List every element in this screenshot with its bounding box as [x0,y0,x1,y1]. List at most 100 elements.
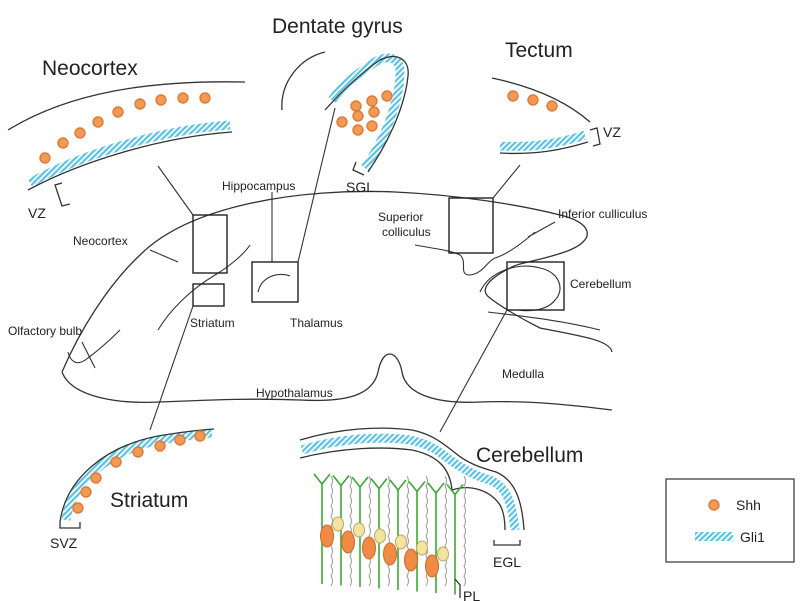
inset-title-neocortex: Neocortex [42,57,138,80]
tectum-shh-cells [508,91,557,111]
label-hippocampus: Hippocampus [222,179,295,193]
shh-cell [81,487,91,497]
label-olfactory-bulb: Olfactory bulb [8,324,82,338]
legend-gli1-label: Gli1 [740,529,765,545]
roi-box-cerebellum [507,262,564,310]
striatum-svz-label: SVZ [50,535,78,551]
roi-box-neocortex [193,215,227,273]
parallel-fiber [369,476,371,586]
tectum-gli1-band [500,135,585,146]
connector-neocortex [158,166,193,215]
shh-cell [337,117,347,127]
leader-neocortex [150,250,178,262]
inset-tectum: Tectum VZ [492,39,621,153]
purkinje-cell [426,555,439,577]
shh-cell [547,101,557,111]
brain-ventral-outline [62,354,612,410]
bergmann-glia-branch [333,476,349,486]
hippocampus-curve [258,274,290,292]
purkinje-cell [384,543,397,565]
cerebellum-outline [480,266,560,311]
striatum-svz-bracket [60,522,80,528]
label-superior: Superior [378,210,423,224]
shh-cell [73,503,83,513]
shh-cell [178,93,188,103]
dentate-sgl-bracket [353,162,364,175]
purkinje-cell [363,537,376,559]
legend-box [666,479,794,562]
bergmann-glia-branch [390,480,406,490]
purkinje-cell [342,531,355,553]
tectum-vz-label: VZ [603,124,621,140]
neocortex-vz-bracket [55,183,70,206]
inset-dentate-gyrus: Dentate gyrus SGL [272,15,408,195]
leader-inferior [528,222,555,237]
roi-box-tectum [449,198,493,253]
dentate-gli1-band [332,58,400,168]
legend: Shh Gli1 [666,479,794,562]
shh-cell [113,107,123,117]
parallel-fiber [350,476,352,586]
tectum-vz-bracket [590,128,600,146]
roi-box-hippocampus [252,262,298,302]
label-thalamus: Thalamus [290,316,343,330]
connector-striatum [150,306,193,430]
cerebellum-egl-bracket [494,540,520,545]
dentate-sgl-label: SGL [346,179,374,195]
shh-cell [200,93,210,103]
parallel-fiber [388,476,390,586]
shh-cell [58,138,68,148]
shh-cell [156,95,166,105]
shh-cell [353,125,363,135]
leader-olfactory [82,342,95,368]
connector-cerebellum [440,310,507,432]
shh-cell [155,441,165,451]
shh-cell [367,96,377,106]
label-medulla: Medulla [502,367,544,381]
label-colliculus: colliculus [382,225,431,239]
shh-cell [133,447,143,457]
dentate-outer-arc-left [282,52,325,110]
inset-title-tectum: Tectum [505,39,573,62]
bergmann-glia-branch [371,479,387,489]
cerebellum-egl-label: EGL [493,554,521,570]
shh-cell [91,473,101,483]
legend-shh-label: Shh [736,497,761,513]
parallel-fiber [464,476,466,586]
granule-cell [375,529,386,543]
shh-cell [528,95,538,105]
label-neocortex: Neocortex [73,234,128,248]
label-cerebellum: Cerebellum [570,277,631,291]
cerebellum-pl-label: PL [463,588,480,601]
shh-cell [351,101,361,111]
bergmann-glia-branch [409,482,425,492]
shh-cell [195,431,205,441]
shh-cell [111,457,121,467]
legend-shh-swatch [709,500,719,510]
bergmann-glia-branch [314,474,330,484]
purkinje-cell [405,549,418,571]
purkinje-cell [321,525,334,547]
shh-cell [382,91,392,101]
label-inferior-colliculus: Inferior culliculus [558,207,647,221]
shh-cell [40,153,50,163]
legend-gli1-swatch [695,532,733,541]
connector-tectum [493,165,520,198]
inset-cerebellum: Cerebellum EGL PL [300,428,583,601]
inset-neocortex: Neocortex VZ [8,57,245,221]
granule-cell [354,523,365,537]
label-striatum: Striatum [190,316,235,330]
label-hypothalamus: Hypothalamus [256,386,333,400]
shh-cell [367,121,377,131]
neocortex-vz-label: VZ [28,205,46,221]
shh-cell [369,107,379,117]
granule-cell [396,535,407,549]
parallel-fiber [445,476,447,586]
granule-cell [417,541,428,555]
shh-cell [93,117,103,127]
shh-cell [135,99,145,109]
shh-cell [353,111,363,121]
brain-dorsal-outline [62,191,612,372]
